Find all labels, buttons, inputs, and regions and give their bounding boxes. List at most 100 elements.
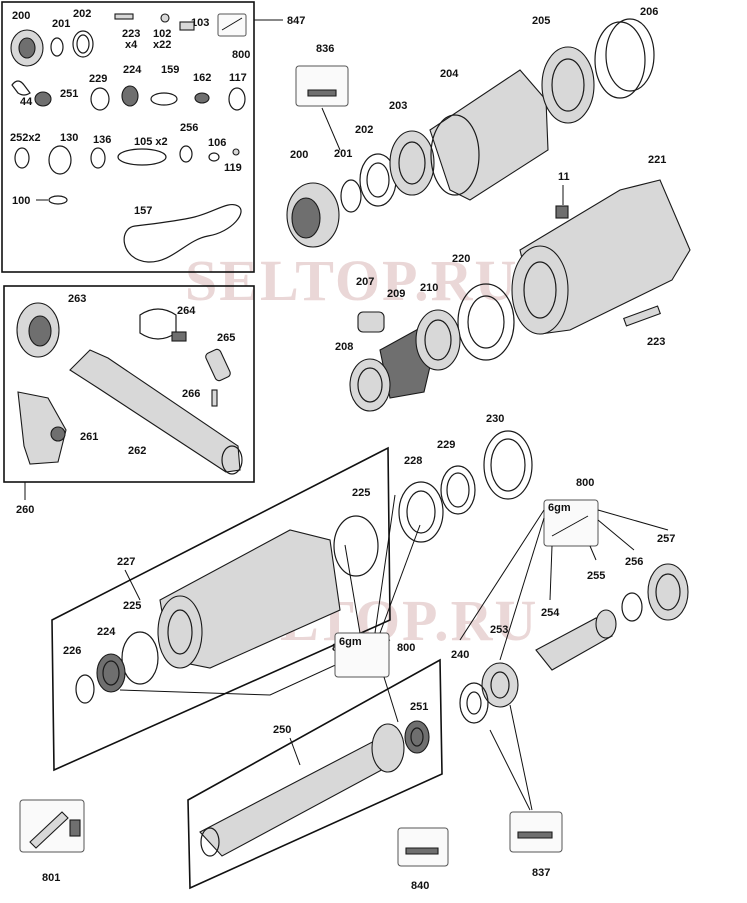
callout: 240 [451,649,469,661]
part-203-ring [389,130,435,196]
callout: 225 [123,600,141,612]
grease-icon [543,499,599,547]
part-102-screw [160,13,170,23]
grease-icon [217,13,247,37]
callout: 224 [97,626,116,638]
grease-label: 6gm [339,636,362,648]
part-162-seal [194,92,210,104]
callout: 102 [153,28,171,40]
callout: 202 [73,8,91,20]
callout: 261 [80,431,98,443]
callout: 204 [440,68,459,80]
part-229-ring [440,465,476,515]
part-11-screw [555,205,569,219]
part-240-washer [459,682,489,724]
part-225-sleeve [333,515,379,577]
callout: 227 [117,556,135,568]
part-106-ring [208,152,220,162]
callout: 837 [532,867,550,879]
callout: 230 [486,413,504,425]
part-224-seal [121,85,139,107]
callout: 251 [410,701,428,713]
part-265-bolt [205,348,231,382]
part-266-pin [211,389,218,407]
middle-assembly: 230 229 228 800 6gm 800 6gm 800 257 256 … [332,413,689,811]
callout: 836 [316,43,334,55]
callout: 103 [191,17,209,29]
kit-box-847: 847 200 201 202 223 x4 102 x22 103 800 4… [1,1,305,273]
part-159-washer [150,92,178,106]
callout: 223 [647,336,665,348]
callout: 203 [389,100,407,112]
part-157-gasket [123,204,242,263]
part-251-seal [404,720,430,754]
callout: 117 [229,72,247,84]
callout: 206 [640,6,658,18]
callout: 801 [42,872,60,884]
part-252-ring [14,147,30,169]
callout: 229 [437,439,455,451]
callout: 200 [290,149,308,161]
callout: 201 [334,148,352,160]
callout: 44 [20,96,33,108]
part-205-nut [541,46,595,124]
part-207-striker [357,311,385,333]
part-201-o-ring [340,179,362,213]
callout: 800 [397,642,415,654]
part-105-o-ring [117,148,167,166]
watermark-top: SELTOP.RU [185,248,518,313]
part-206-spring [594,21,646,99]
part-256-ring [179,145,193,163]
part-256-ring [621,592,643,622]
callout: 106 [208,137,226,149]
callout: 262 [128,445,146,457]
part-208-ring [349,358,391,412]
callout: 223 [122,28,140,40]
callout: 264 [177,305,196,317]
callout: 202 [355,124,373,136]
callout: 228 [404,455,422,467]
bottom-icons: 801 840 837 [19,799,563,892]
callout: 11 [558,171,570,183]
callout: 257 [657,533,675,545]
part-251-seal [34,91,52,107]
part-103 [179,21,195,31]
group-250-spindle: 250 251 [187,658,443,890]
group-260-side-handle: 260 263 264 265 266 261 262 [3,285,255,516]
callout: 256 [625,556,643,568]
callout: 252x2 [10,132,41,144]
callout: 225 [352,487,370,499]
part-257-cap [647,563,689,621]
part-223-screw [623,305,661,327]
callout: 226 [63,645,81,657]
part-262-handle [69,349,241,473]
part-202-ring [72,30,94,58]
callout: 159 [161,64,179,76]
callout: 200 [12,10,30,22]
upper-assembly: 836 201 200 202 203 204 205 206 11 221 2… [286,6,691,412]
callout: x4 [125,39,138,51]
part-226-circlip [75,674,95,704]
part-210-ring [415,309,461,371]
callout: 254 [541,607,560,619]
part-130-ring [48,145,72,175]
part-225-ring [121,631,159,685]
part-201-o-ring [50,37,64,57]
grease-label: 6gm [548,502,571,514]
callout: 221 [648,154,666,166]
callout: 157 [134,205,152,217]
callout: 251 [60,88,78,100]
callout: 256 [180,122,198,134]
callout: 105 x2 [134,136,168,148]
callout: 220 [452,253,470,265]
part-220-ring [457,283,515,361]
tool-kit-icon [397,827,449,867]
part-264-band [139,308,177,340]
kit-box-label: 847 [287,15,305,27]
part-119 [232,148,240,156]
callout: 136 [93,134,111,146]
grease-icon [334,632,390,678]
callout: 840 [411,880,429,892]
part-223-screw [114,13,134,20]
